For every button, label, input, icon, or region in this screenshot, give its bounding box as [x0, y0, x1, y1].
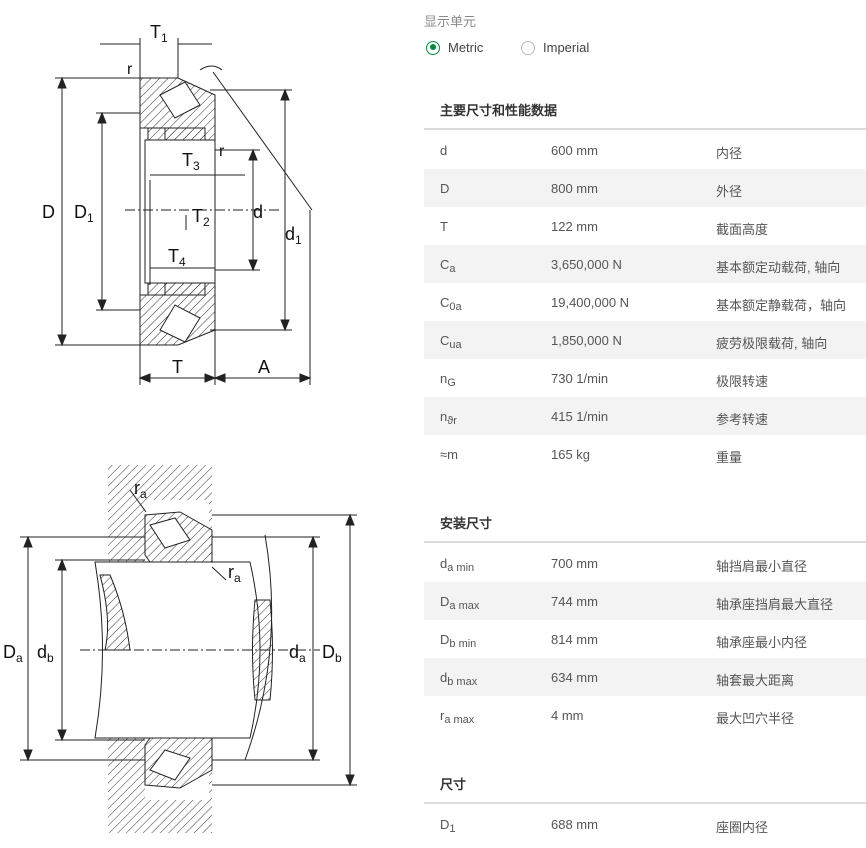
label-ra-top: ra [134, 478, 147, 501]
label-db: db [37, 642, 54, 665]
label-d: d [253, 202, 263, 222]
row-description: 轴承座挡肩最大直径 [716, 597, 834, 612]
table-row: T 122 mm 截面高度 [424, 207, 866, 245]
table-row: Db min 814 mm 轴承座最小内径 [424, 620, 866, 658]
radio-label-imperial: Imperial [543, 40, 590, 55]
row-description: 轴套最大距离 [716, 673, 795, 688]
radio-dot-imperial[interactable] [521, 40, 535, 55]
row-value: 600 mm [551, 143, 598, 158]
row-value: 730 1/min [551, 371, 609, 386]
section-divider [424, 802, 866, 804]
row-value: 4 mm [551, 708, 584, 723]
label-A: A [258, 357, 270, 377]
row-value: 814 mm [551, 632, 598, 647]
table-row: D1 688 mm 座圈内径 [424, 805, 866, 843]
row-value: 165 kg [551, 447, 591, 462]
row-symbol: db max [440, 670, 478, 688]
table-row: Cua 1,850,000 N 疲劳极限载荷, 轴向 [424, 321, 866, 359]
table-row: D 800 mm 外径 [424, 169, 866, 207]
row-value: 19,400,000 N [551, 295, 630, 310]
row-symbol: da min [440, 556, 475, 574]
label-T3: T3 [182, 150, 200, 173]
bearing-drawings: T1 r r T3 T2 T4 D D1 d d1 T A ra ra Da d… [0, 0, 420, 843]
label-Db: Db [322, 642, 342, 665]
row-value: 415 1/min [551, 409, 609, 424]
row-value: 634 mm [551, 670, 598, 685]
row-description: 极限转速 [716, 374, 769, 389]
row-value: 1,850,000 N [551, 333, 622, 348]
row-symbol: Cua [440, 333, 462, 351]
table-row: d 600 mm 内径 [424, 131, 866, 169]
row-description: 截面高度 [716, 222, 769, 237]
row-value: 700 mm [551, 556, 598, 571]
table-row: nϑr 415 1/min 参考转速 [424, 397, 866, 435]
row-symbol: C0a [440, 295, 462, 313]
row-symbol: nϑr [440, 409, 457, 427]
label-T4: T4 [168, 246, 186, 269]
section-title-main-dimensions: 主要尺寸和性能数据 [440, 103, 558, 118]
row-symbol: ra max [440, 708, 475, 726]
table-row: db max 634 mm 轴套最大距离 [424, 658, 866, 696]
section-title-dimensions: 尺寸 [440, 777, 467, 792]
label-Da: Da [3, 642, 23, 665]
radio-dot-metric[interactable] [426, 40, 440, 55]
row-description: 座圈内径 [716, 820, 769, 835]
row-description: 参考转速 [716, 412, 769, 427]
table-row: ≈m 165 kg 重量 [424, 435, 866, 473]
label-T1: T1 [150, 22, 168, 45]
row-symbol: d [440, 143, 448, 158]
label-r-mid: r [219, 143, 225, 160]
row-description: 轴挡肩最小直径 [716, 559, 808, 574]
row-description: 重量 [716, 450, 743, 465]
table-row: nG 730 1/min 极限转速 [424, 359, 866, 397]
section-divider [424, 128, 866, 130]
row-symbol: T [440, 219, 448, 234]
row-value: 688 mm [551, 817, 598, 832]
row-symbol: nG [440, 371, 456, 389]
table-row: da min 700 mm 轴挡肩最小直径 [424, 544, 866, 582]
label-da: da [289, 642, 306, 665]
row-symbol: D [440, 181, 450, 196]
label-r-top: r [127, 61, 133, 78]
table-row: Ca 3,650,000 N 基本额定动载荷, 轴向 [424, 245, 866, 283]
data-panel: 显示单元 Metric Imperial 主要尺寸和性能数据 d 600 mm … [424, 0, 866, 843]
row-description: 轴承座最小内径 [716, 635, 808, 650]
row-symbol: Ca [440, 257, 456, 275]
row-description: 外径 [716, 184, 743, 199]
row-description: 基本额定静载荷，轴向 [716, 298, 847, 313]
label-T: T [172, 357, 183, 377]
table-row: Da max 744 mm 轴承座挡肩最大直径 [424, 582, 866, 620]
radio-label-metric: Metric [448, 40, 484, 55]
section-title-mounting-dimensions: 安装尺寸 [440, 516, 493, 531]
radio-imperial[interactable]: Imperial [521, 40, 589, 55]
row-symbol: ≈m [440, 447, 458, 462]
row-symbol: Db min [440, 632, 477, 650]
row-value: 3,650,000 N [551, 257, 622, 272]
label-D: D [42, 202, 55, 222]
label-ra-right: ra [228, 562, 241, 585]
row-description: 疲劳极限载荷, 轴向 [716, 336, 828, 351]
label-T2: T2 [192, 206, 210, 229]
row-value: 744 mm [551, 594, 598, 609]
table-row: C0a 19,400,000 N 基本额定静载荷，轴向 [424, 283, 866, 321]
bearing-cross-section-drawing: T1 r r T3 T2 T4 D D1 d d1 T A ra ra Da d… [3, 22, 357, 833]
row-value: 800 mm [551, 181, 598, 196]
row-symbol: Da max [440, 594, 480, 612]
label-d1: d1 [285, 224, 302, 247]
label-D1: D1 [74, 202, 94, 225]
radio-metric[interactable]: Metric [426, 40, 483, 55]
row-value: 122 mm [551, 219, 598, 234]
unit-selector-title: 显示单元 [424, 14, 477, 29]
row-description: 最大凹穴半径 [716, 711, 795, 726]
row-symbol: D1 [440, 817, 456, 835]
table-row: ra max 4 mm 最大凹穴半径 [424, 696, 866, 734]
section-divider [424, 541, 866, 543]
row-description: 内径 [716, 146, 743, 161]
row-description: 基本额定动载荷, 轴向 [716, 260, 841, 275]
